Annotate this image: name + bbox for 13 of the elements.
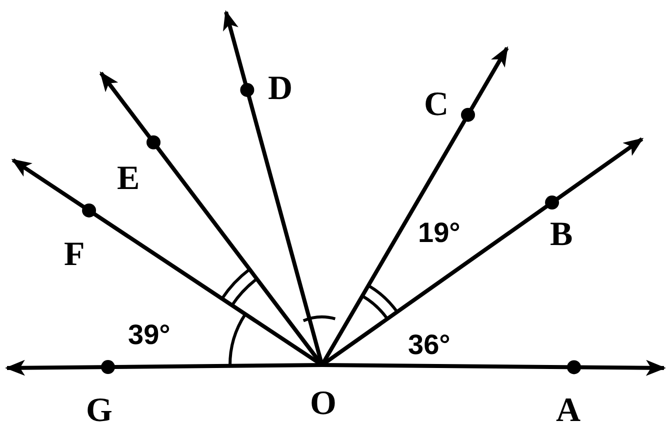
point-label: G — [86, 394, 112, 428]
point-label: D — [268, 72, 293, 106]
point-label: A — [556, 394, 581, 428]
angle-measure: 39° — [128, 320, 170, 350]
point-label: C — [424, 88, 449, 122]
point-label: B — [550, 218, 573, 252]
point-label: E — [117, 162, 140, 196]
ray-arrow — [322, 360, 666, 376]
ray-arrow — [5, 360, 322, 376]
point-label: F — [64, 238, 85, 272]
angle-measure: 36° — [408, 330, 450, 360]
point-label: O — [310, 387, 336, 421]
angle-measure: 19° — [418, 218, 460, 248]
